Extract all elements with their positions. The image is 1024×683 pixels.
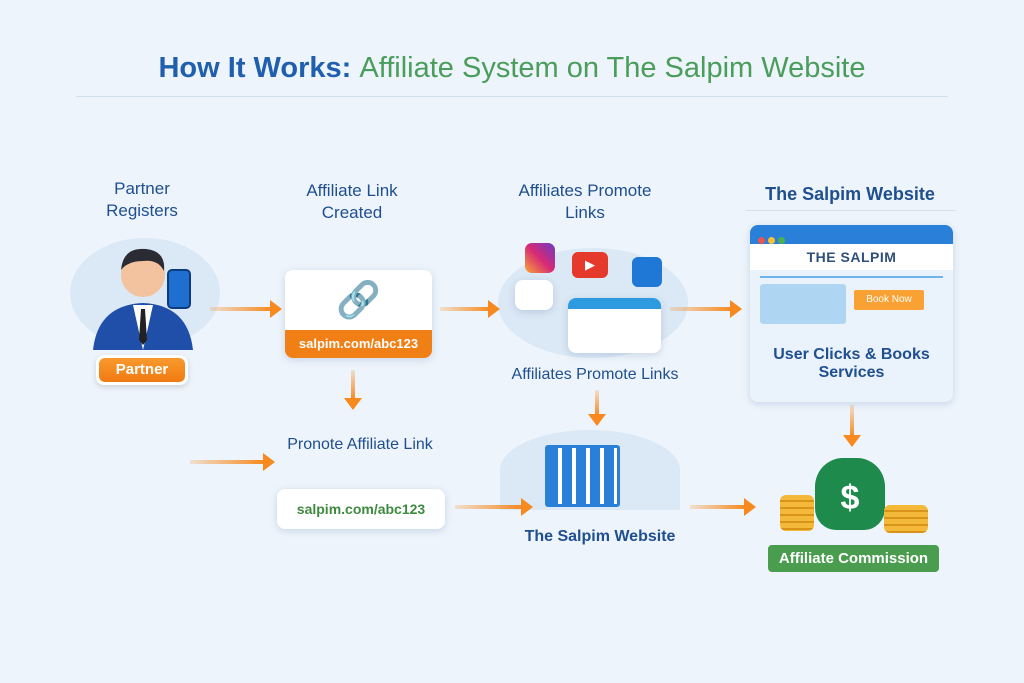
webpage-icon bbox=[568, 298, 661, 353]
arrow-right bbox=[210, 300, 282, 318]
arrow-down bbox=[843, 405, 861, 447]
arrow-right bbox=[670, 300, 742, 318]
promote-links-bottom-label: Affiliates Promote Links bbox=[511, 366, 679, 383]
pronote-url-box[interactable]: salpim.com/abc123 bbox=[277, 489, 445, 529]
divider bbox=[76, 96, 948, 97]
partner-illustration-icon bbox=[88, 235, 198, 350]
chat-bubble-icon bbox=[515, 280, 553, 310]
browser-brand: THE SALPIM bbox=[750, 244, 953, 270]
title-part-2: Affiliate System on The Salpim Website bbox=[359, 52, 866, 84]
arrow-curved bbox=[190, 453, 275, 471]
partner-badge-label: Partner bbox=[99, 358, 185, 382]
coins-left-icon bbox=[780, 495, 814, 531]
partner-registers-label: Partner Registers bbox=[106, 179, 178, 220]
instagram-icon bbox=[525, 243, 555, 273]
page-title: How It Works: Affiliate System on The Sa… bbox=[0, 52, 1024, 85]
affiliate-link-card: 🔗 salpim.com/abc123 bbox=[285, 270, 432, 358]
money-bag-icon: $ bbox=[815, 458, 885, 530]
promote-links-top-label: Affiliates Promote Links bbox=[518, 181, 652, 222]
link-created-label: Affiliate Link Created bbox=[306, 181, 398, 222]
website-bottom-label: The Salpim Website bbox=[524, 528, 676, 545]
user-clicks-label: User Clicks & Books Services bbox=[773, 346, 930, 381]
partner-badge: Partner bbox=[96, 355, 188, 385]
hotel-image bbox=[760, 284, 846, 324]
pronote-link-label: Pronote Affiliate Link bbox=[287, 436, 433, 453]
dollar-sign: $ bbox=[840, 479, 860, 517]
browser-window: THE SALPIM Book Now User Clicks & Books … bbox=[750, 225, 953, 402]
building-icon bbox=[545, 445, 620, 507]
title-part-1: How It Works: bbox=[158, 52, 352, 84]
affiliate-link-url[interactable]: salpim.com/abc123 bbox=[285, 330, 432, 358]
arrow-down bbox=[344, 370, 362, 410]
website-top-label: The Salpim Website bbox=[765, 184, 935, 204]
arrow-down bbox=[588, 390, 606, 426]
link-icon: 🔗 bbox=[336, 279, 381, 320]
arrow-right bbox=[455, 498, 533, 516]
twitter-icon bbox=[632, 257, 662, 287]
arrow-right bbox=[690, 498, 756, 516]
coins-right-icon bbox=[884, 505, 928, 533]
divider bbox=[746, 210, 956, 211]
book-now-button[interactable]: Book Now bbox=[854, 290, 924, 310]
browser-titlebar bbox=[750, 225, 953, 244]
affiliate-commission-badge: Affiliate Commission bbox=[768, 545, 939, 572]
arrow-right bbox=[440, 300, 500, 318]
youtube-icon: ▶ bbox=[572, 252, 608, 278]
